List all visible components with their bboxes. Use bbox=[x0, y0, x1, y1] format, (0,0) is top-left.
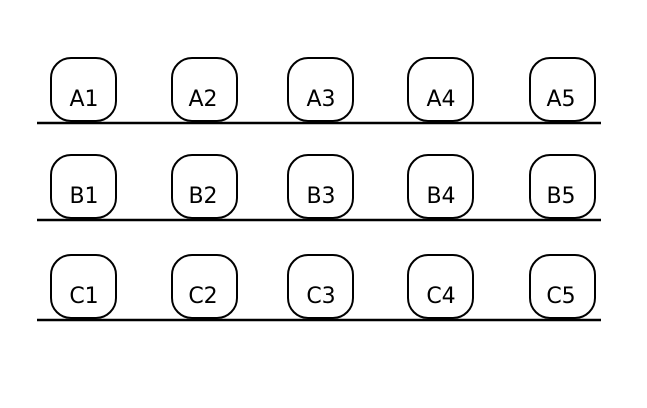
seat-box bbox=[529, 154, 596, 219]
seat-box bbox=[407, 57, 474, 122]
seat-label: C3 bbox=[306, 284, 335, 309]
seat-label: C2 bbox=[188, 284, 217, 309]
seat-label: A4 bbox=[426, 87, 455, 112]
seat-label: A1 bbox=[69, 87, 98, 112]
seat-a2: A2 bbox=[171, 57, 238, 122]
seat-b1: B1 bbox=[50, 154, 117, 219]
seat-a4: A4 bbox=[407, 57, 474, 122]
row-a: A1 A2 A3 A4 A5 bbox=[37, 57, 601, 125]
seat-box bbox=[50, 57, 117, 122]
seat-a5: A5 bbox=[529, 57, 596, 122]
seat-b5: B5 bbox=[529, 154, 596, 219]
row-c: C1 C2 C3 C4 C5 bbox=[37, 254, 601, 322]
seat-c5: C5 bbox=[529, 254, 596, 319]
seat-box bbox=[50, 154, 117, 219]
seat-label: B2 bbox=[188, 184, 217, 209]
seat-box bbox=[287, 254, 354, 319]
seat-a3: A3 bbox=[287, 57, 354, 122]
seat-box bbox=[529, 254, 596, 319]
seat-label: B5 bbox=[546, 184, 575, 209]
seat-box bbox=[287, 57, 354, 122]
seat-box bbox=[287, 154, 354, 219]
seat-label: C5 bbox=[546, 284, 575, 309]
seat-label: B1 bbox=[69, 184, 98, 209]
seat-label: B3 bbox=[306, 184, 335, 209]
seat-b4: B4 bbox=[407, 154, 474, 219]
seat-label: C4 bbox=[426, 284, 455, 309]
seat-box bbox=[529, 57, 596, 122]
seat-label: A5 bbox=[546, 87, 575, 112]
seat-c4: C4 bbox=[407, 254, 474, 319]
seat-box bbox=[171, 254, 238, 319]
seat-box bbox=[171, 154, 238, 219]
seat-label: B4 bbox=[426, 184, 455, 209]
seat-label: C1 bbox=[69, 284, 98, 309]
seat-c2: C2 bbox=[171, 254, 238, 319]
seat-box bbox=[171, 57, 238, 122]
seat-box bbox=[407, 254, 474, 319]
seat-c1: C1 bbox=[50, 254, 117, 319]
seat-b2: B2 bbox=[171, 154, 238, 219]
seat-label: A3 bbox=[306, 87, 335, 112]
seat-box bbox=[50, 254, 117, 319]
seat-box bbox=[407, 154, 474, 219]
seat-c3: C3 bbox=[287, 254, 354, 319]
seat-b3: B3 bbox=[287, 154, 354, 219]
seat-a1: A1 bbox=[50, 57, 117, 122]
seat-label: A2 bbox=[188, 87, 217, 112]
row-b: B1 B2 B3 B4 B5 bbox=[37, 154, 601, 222]
